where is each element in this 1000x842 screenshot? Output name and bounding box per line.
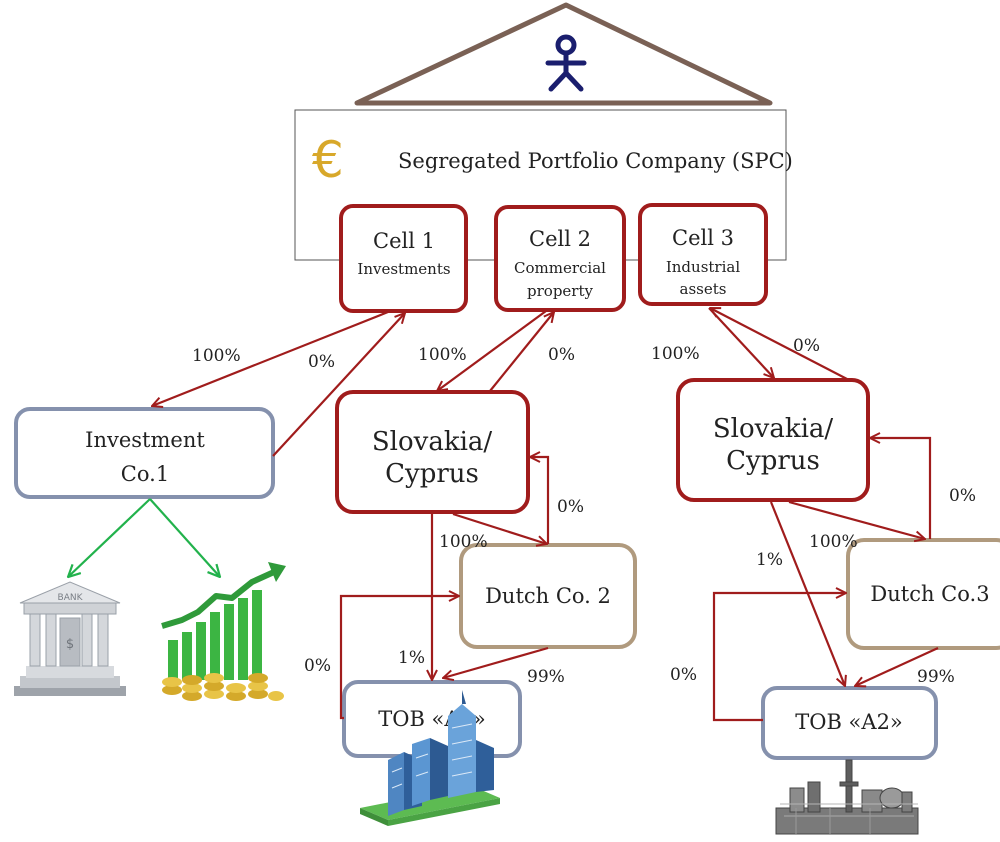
- slovakia-cyprus-2-line-2: Cyprus: [726, 446, 820, 476]
- ownership-arrows: [152, 307, 939, 722]
- spc-title: Segregated Portfolio Company (SPC): [398, 149, 793, 173]
- cell-1-title: Cell 1: [373, 229, 435, 253]
- pct-slovakia1-to-tob-a1: 1%: [398, 648, 425, 668]
- arrow-dutch2-to-tob-a1: [443, 646, 549, 678]
- pct-dutch3-to-slovakia2: 0%: [949, 486, 976, 506]
- industrial-plant-icon: [775, 759, 919, 835]
- arrow-dutch3-to-tob-a2: [855, 646, 939, 686]
- arrow-slovakia1-to-dutch2: [452, 512, 547, 544]
- investment-co-line-2: Co.1: [121, 462, 169, 486]
- svg-text:$: $: [66, 637, 74, 652]
- arrow-cell1-to-investment: [152, 310, 389, 406]
- dutch-co-3-label: Dutch Co.3: [870, 582, 989, 606]
- pct-cell3-to-slovakia: 100%: [651, 344, 700, 364]
- arrow-slovakia2-to-cell3: [710, 308, 848, 380]
- slovakia-cyprus-1-line-1: Slovakia/: [372, 427, 493, 457]
- investment-co-line-1: Investment: [85, 428, 205, 452]
- percentage-labels: 100% 0% 100% 0% 100% 0% 100% 0% 1% 99% 0…: [192, 336, 976, 687]
- arrow-tob-a1-to-dutch2: [339, 596, 459, 720]
- green-arrows: [68, 498, 220, 577]
- arrow-dutch3-to-slovakia2: [870, 438, 932, 539]
- cell-3: Cell 3 Industrial assets: [638, 203, 768, 306]
- cell-3-subtitle-line-2: assets: [680, 280, 727, 298]
- cell-2: Cell 2 Commercial property: [494, 205, 626, 312]
- arrow-investment-to-bank: [68, 498, 151, 577]
- tob-a2-label: TOB «A2»: [795, 710, 903, 734]
- growth-chart-icon: [158, 562, 286, 704]
- pct-dutch2-to-slovakia1: 0%: [557, 497, 584, 517]
- slovakia-cyprus-box-2: Slovakia/ Cyprus: [676, 378, 870, 502]
- pct-slovakia1-to-dutch2: 100%: [439, 532, 488, 552]
- pct-investment-to-cell1: 0%: [308, 352, 335, 372]
- slovakia-cyprus-box-1: Slovakia/ Cyprus: [335, 390, 530, 514]
- svg-text:BANK: BANK: [58, 593, 84, 603]
- cell-1-subtitle: Investments: [357, 260, 450, 278]
- arrow-cell2-to-slovakia1: [437, 310, 547, 391]
- person-icon: [545, 34, 587, 92]
- pct-cell2-to-slovakia: 100%: [418, 345, 467, 365]
- pct-dutch2-to-tob-a1: 99%: [527, 667, 565, 687]
- pct-tob-a1-to-dutch2: 0%: [304, 656, 331, 676]
- pct-dutch3-to-tob-a2: 99%: [917, 667, 955, 687]
- arrow-tob-a2-to-dutch3: [712, 593, 846, 722]
- cell-2-subtitle-line-1: Commercial: [514, 259, 606, 277]
- dutch-co-2-box: Dutch Co. 2: [459, 543, 637, 649]
- arrow-dutch2-to-slovakia1: [530, 457, 550, 544]
- bank-icon: BANK $: [14, 581, 126, 696]
- pct-slovakia2-to-dutch3: 100%: [809, 532, 858, 552]
- office-buildings-icon: [360, 690, 500, 826]
- investment-co-box: Investment Co.1: [14, 407, 275, 499]
- arrow-slovakia2-to-dutch3: [788, 500, 925, 539]
- arrow-slovakia1-to-cell2: [489, 312, 554, 392]
- arrow-investment-to-cell1: [272, 313, 405, 457]
- cell-3-title: Cell 3: [672, 226, 734, 250]
- pct-slovakia2-to-tob-a2: 1%: [756, 550, 783, 570]
- svg-text:€: €: [312, 131, 344, 189]
- cell-1: Cell 1 Investments: [339, 204, 468, 313]
- slovakia-cyprus-1-line-2: Cyprus: [385, 459, 479, 489]
- cell-2-title: Cell 2: [529, 227, 591, 251]
- dutch-co-2-label: Dutch Co. 2: [485, 584, 611, 608]
- cell-2-subtitle-line-2: property: [527, 282, 593, 300]
- euro-icon: €: [312, 131, 344, 189]
- cell-3-subtitle-line-1: Industrial: [666, 258, 740, 276]
- pct-slovakia-to-cell2: 0%: [548, 345, 575, 365]
- tob-a2-box: TOB «A2»: [761, 686, 938, 760]
- slovakia-cyprus-2-line-1: Slovakia/: [713, 414, 834, 444]
- arrow-investment-to-growth: [149, 498, 220, 577]
- dutch-co-3-box: Dutch Co.3: [846, 538, 1000, 650]
- pct-cell1-to-investment: 100%: [192, 346, 241, 366]
- pct-slovakia-to-cell3: 0%: [793, 336, 820, 356]
- pct-tob-a2-to-dutch3: 0%: [670, 665, 697, 685]
- arrow-cell3-to-slovakia2: [708, 307, 774, 378]
